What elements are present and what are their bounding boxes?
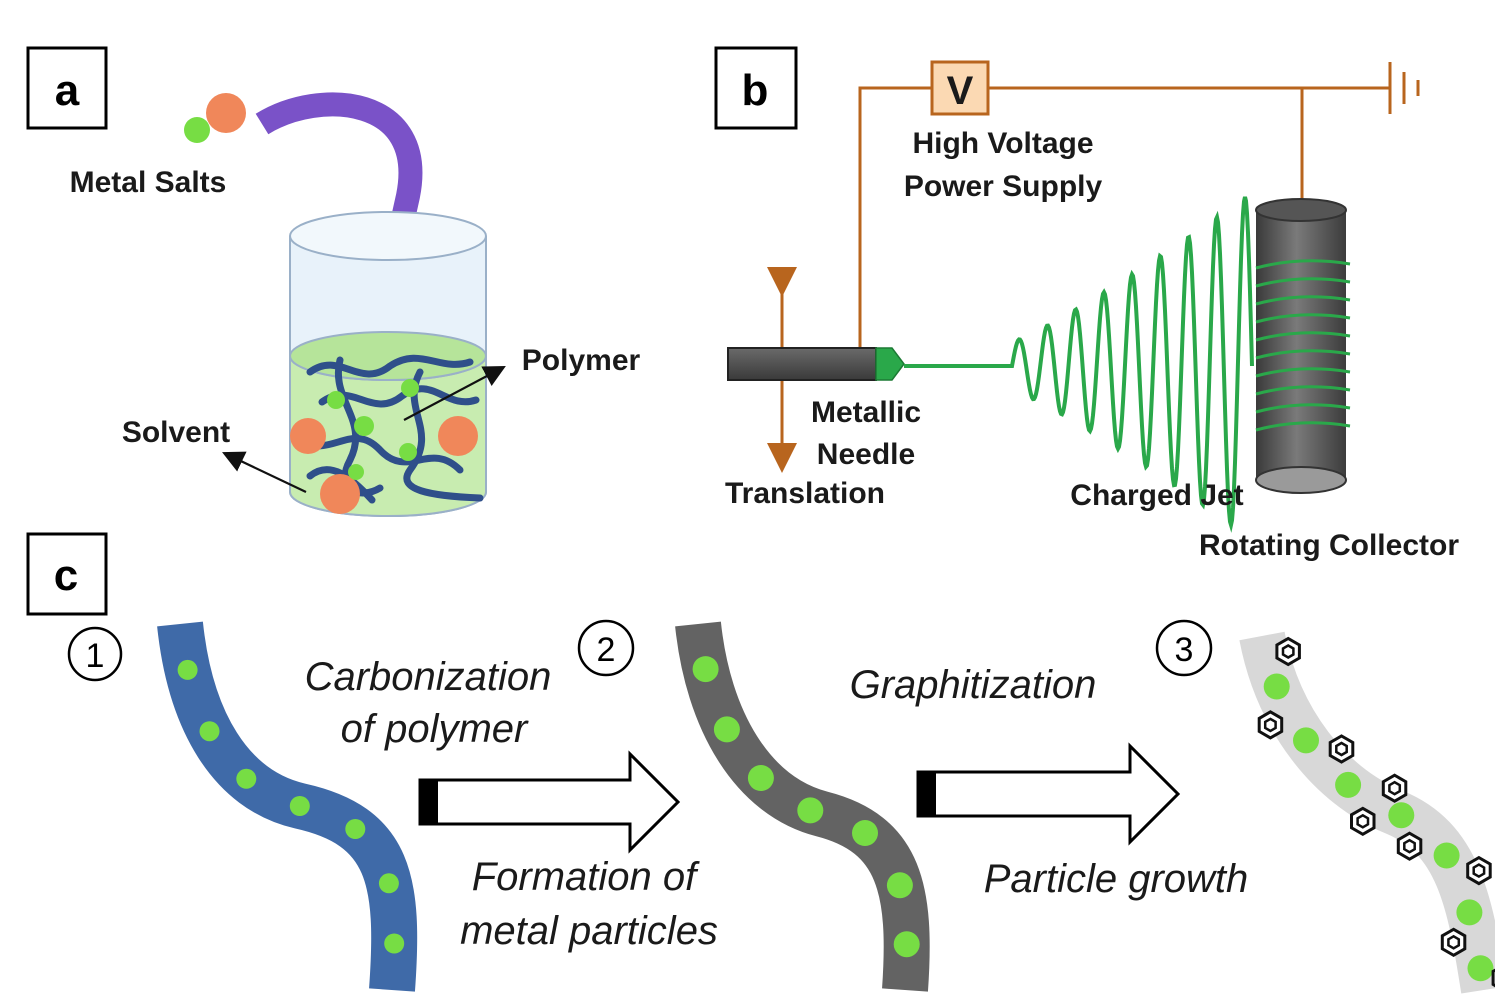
- fiber-winding: [1255, 331, 1351, 342]
- graphite-hexagon-icon: [1275, 636, 1301, 667]
- metal-particle: [1467, 955, 1494, 982]
- curved-arrow-icon: [255, 92, 423, 217]
- metal-salts-label: Metal Salts: [70, 166, 227, 199]
- process-arrow-2-icon: [916, 742, 1181, 846]
- fiber-winding: [1255, 349, 1351, 360]
- panel-b: b V High Voltage Power Supply Metallic N…: [714, 46, 1459, 562]
- charged-jet: [904, 196, 1254, 533]
- fiber-windings: [1255, 259, 1351, 432]
- carbonization-label-line1: Carbonization: [305, 655, 552, 699]
- needle-label-line1: Metallic: [811, 396, 921, 429]
- voltmeter-icon: [930, 60, 990, 116]
- supply-label-line1: High Voltage: [912, 127, 1093, 160]
- solvent-pointer: [222, 451, 307, 493]
- graphite-hexagon-icon: [1466, 855, 1492, 886]
- step-2-label: 2: [597, 631, 616, 669]
- ground-icon: [1388, 62, 1420, 114]
- panel-c-box: [26, 532, 108, 616]
- metal-particle: [747, 765, 774, 791]
- metal-particle: [1335, 771, 1362, 798]
- fiber-winding: [1255, 367, 1351, 378]
- fiber-winding: [1255, 421, 1351, 432]
- fiber-2-particles: [692, 656, 920, 958]
- rotating-collector: [1255, 198, 1351, 494]
- panel-c-label: c: [54, 551, 78, 600]
- metal-particle: [177, 659, 198, 680]
- fiber-winding: [1255, 313, 1351, 324]
- fiber-1-particles: [177, 659, 405, 954]
- metal-particle: [713, 716, 740, 743]
- metal-particle: [236, 768, 257, 789]
- charged-jet-label: Charged Jet: [1070, 479, 1243, 512]
- metallic-needle: [727, 347, 877, 381]
- formation-label-line2: metal particles: [460, 909, 718, 953]
- fiber-3-particles: [1263, 673, 1494, 982]
- process-arrow-1-icon: [418, 750, 681, 854]
- fiber-winding: [1255, 295, 1351, 306]
- graphite-hexagon-icon: [1381, 773, 1408, 803]
- step-2-marker: [577, 619, 635, 677]
- needle-tip: [875, 347, 905, 381]
- metal-particle: [199, 721, 220, 742]
- graphite-hexagon-icon: [1396, 831, 1423, 861]
- graphite-hexagon-icon: [1350, 806, 1376, 837]
- step-3-label: 3: [1175, 631, 1194, 669]
- metal-particle: [1388, 802, 1415, 829]
- panel-a-box: [26, 46, 108, 130]
- fiber-winding: [1255, 277, 1351, 288]
- panel-a-label: a: [55, 66, 80, 115]
- carbonization-label-line2: of polymer: [341, 707, 529, 751]
- panel-b-box: [714, 46, 798, 130]
- particle-growth-label: Particle growth: [984, 857, 1249, 901]
- panel-b-label: b: [742, 66, 769, 115]
- graphite-hexagon-icon: [1440, 927, 1467, 958]
- panel-a: a Metal Salts: [26, 46, 641, 517]
- metal-particle: [893, 931, 920, 958]
- metal-particle: [289, 796, 310, 816]
- needle-label-line2: Needle: [817, 438, 915, 471]
- metal-particle: [384, 933, 405, 954]
- metal-particle: [1456, 899, 1483, 926]
- polymer-chains: [296, 354, 484, 504]
- translation-label: Translation: [725, 477, 885, 510]
- metal-particle: [1293, 727, 1319, 754]
- fiber-winding: [1255, 259, 1351, 270]
- step-3-marker: [1155, 619, 1213, 677]
- panel-c: c 1 2 3 Carbonization of polymer Formati…: [26, 532, 1495, 994]
- beaker: [289, 211, 487, 517]
- metal-particle: [692, 656, 719, 683]
- metal-particle: [1263, 673, 1290, 700]
- metal-particle: [797, 797, 824, 824]
- graphite-hexagon-icon: [1257, 710, 1284, 740]
- solvent-label: Solvent: [122, 416, 230, 449]
- step-1-label: 1: [86, 637, 105, 675]
- graphite-hexagon-icon: [1328, 734, 1355, 764]
- polymer-pointer: [403, 365, 506, 421]
- circuit-wires: [858, 86, 1390, 350]
- supply-label-line2: Power Supply: [904, 170, 1103, 203]
- metal-particle: [345, 819, 366, 839]
- metal-particle: [852, 820, 878, 846]
- fiber-winding: [1255, 403, 1351, 414]
- metal-particle: [378, 873, 399, 894]
- metal-particle: [886, 872, 913, 899]
- step-1-marker: [67, 626, 123, 682]
- graphitization-label: Graphitization: [850, 663, 1097, 707]
- fiber-winding: [1255, 385, 1351, 396]
- voltmeter-label: V: [947, 69, 974, 113]
- metal-salt-green-ball: [184, 117, 210, 143]
- collector-label: Rotating Collector: [1199, 529, 1459, 562]
- polymer-label: Polymer: [522, 344, 641, 377]
- formation-label-line1: Formation of: [472, 855, 700, 899]
- metal-particle: [1433, 842, 1460, 869]
- metal-salt-orange-ball: [206, 93, 246, 133]
